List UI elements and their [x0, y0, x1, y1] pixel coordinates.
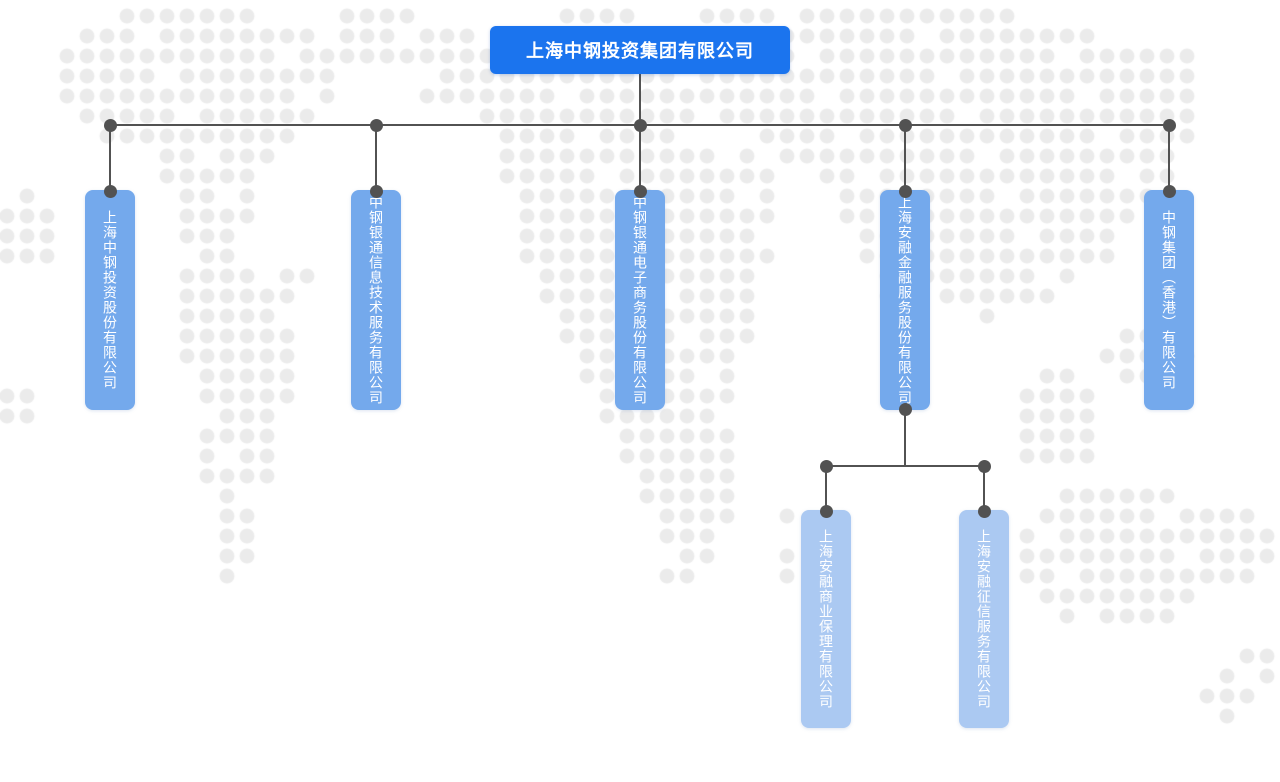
connector-line — [639, 125, 641, 191]
org-node-subsidiary-4[interactable]: 上海安融金融服务股份有限公司 — [880, 190, 930, 410]
org-node-label: 中钢集团（香港）有限公司 — [1161, 210, 1177, 390]
org-node-sub-subsidiary-2[interactable]: 上海安融征信服务有限公司 — [959, 510, 1009, 728]
org-node-label: 中钢银通电子商务股份有限公司 — [632, 195, 648, 405]
connector-line — [826, 465, 985, 467]
connector-line — [983, 466, 985, 511]
connector-junction-dot — [633, 118, 647, 132]
connector-junction-dot — [898, 184, 912, 198]
connector-junction-dot — [633, 184, 647, 198]
connector-line — [904, 125, 906, 191]
connector-line — [375, 125, 377, 191]
org-node-sub-subsidiary-1[interactable]: 上海安融商业保理有限公司 — [801, 510, 851, 728]
org-node-label: 中钢银通信息技术服务有限公司 — [368, 195, 384, 405]
connector-line — [639, 74, 641, 126]
connector-junction-dot — [819, 504, 833, 518]
connector-junction-dot — [369, 118, 383, 132]
connector-junction-dot — [103, 184, 117, 198]
connector-junction-dot — [103, 118, 117, 132]
connector-line — [904, 410, 906, 467]
connector-line — [825, 466, 827, 511]
org-node-label: 上海安融金融服务股份有限公司 — [897, 195, 913, 405]
org-node-label: 上海中钢投资集团有限公司 — [526, 41, 754, 61]
org-node-subsidiary-2[interactable]: 中钢银通信息技术服务有限公司 — [351, 190, 401, 410]
org-node-label: 上海中钢投资股份有限公司 — [102, 210, 118, 390]
connector-junction-dot — [819, 459, 833, 473]
connector-junction-dot — [977, 504, 991, 518]
org-node-subsidiary-5[interactable]: 中钢集团（香港）有限公司 — [1144, 190, 1194, 410]
org-node-label: 上海安融征信服务有限公司 — [976, 529, 992, 709]
org-node-subsidiary-1[interactable]: 上海中钢投资股份有限公司 — [85, 190, 135, 410]
connector-junction-dot — [898, 118, 912, 132]
connector-junction-dot — [369, 184, 383, 198]
connector-line — [1168, 125, 1170, 191]
connector-junction-dot — [1162, 118, 1176, 132]
connector-junction-dot — [1162, 184, 1176, 198]
connector-line — [109, 125, 111, 191]
org-node-root[interactable]: 上海中钢投资集团有限公司 — [490, 26, 790, 74]
org-node-label: 上海安融商业保理有限公司 — [818, 529, 834, 709]
org-node-subsidiary-3[interactable]: 中钢银通电子商务股份有限公司 — [615, 190, 665, 410]
connector-junction-dot — [977, 459, 991, 473]
connector-junction-dot — [898, 402, 912, 416]
